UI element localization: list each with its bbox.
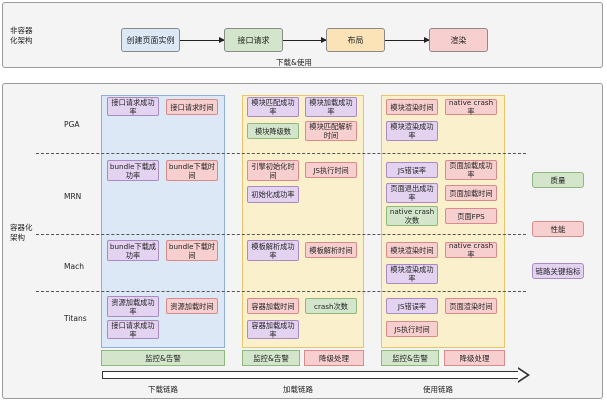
stage-label-use: 使用链路 xyxy=(423,385,453,394)
flow-step-api-request: 接口请求 xyxy=(224,28,283,52)
metric-cell: bundle下载成功率 xyxy=(107,160,159,181)
row-label-mrn: MRN xyxy=(64,192,82,201)
metric-cell: JS执行时间 xyxy=(386,321,438,337)
flow-arrow-3 xyxy=(385,37,430,43)
footer-load-monitoring: 监控&告警 xyxy=(242,350,300,366)
flow-caption: 下载&使用 xyxy=(276,58,312,67)
metric-cell: 模块渲染时间 xyxy=(386,242,438,258)
metric-cell: 接口请求成功率 xyxy=(107,97,159,116)
metric-cell: bundle下载成功率 xyxy=(107,240,159,261)
metric-cell: native crash次数 xyxy=(386,206,438,226)
metric-cell: crash次数 xyxy=(305,298,357,314)
metric-cell: 页面退出成功率 xyxy=(386,183,438,203)
metric-cell: 模板解析时间 xyxy=(305,242,357,258)
row-label-titans: Titans xyxy=(64,314,87,323)
metric-cell: 模块渲染成功率 xyxy=(386,264,438,284)
metric-cell: 页面渲染时间 xyxy=(445,298,497,314)
metric-cell: native crash率 xyxy=(445,98,497,116)
row-divider-1 xyxy=(36,153,526,154)
metric-cell: 资源加载成功率 xyxy=(107,296,159,317)
footer-load-degrade: 降级处理 xyxy=(304,350,364,366)
metric-cell: 容器加载成功率 xyxy=(247,320,299,339)
metric-cell: JS错误率 xyxy=(386,298,438,314)
row-divider-3 xyxy=(36,291,526,292)
metric-cell: 模块渲染成功率 xyxy=(386,121,438,141)
metric-cell: 接口请求时间 xyxy=(166,99,218,115)
metric-cell: 引擎初始化时间 xyxy=(247,160,299,181)
metric-cell: 模块匹配成功率 xyxy=(247,97,299,117)
stage-arrow xyxy=(102,371,520,379)
metric-cell: 模块降级数 xyxy=(247,123,299,139)
non-container-panel xyxy=(2,2,603,68)
stage-label-load: 加载链路 xyxy=(283,385,313,394)
legend-performance: 性能 xyxy=(532,221,584,237)
flow-step-layout: 布局 xyxy=(326,28,385,52)
metric-cell: 资源加载时间 xyxy=(166,298,218,314)
flow-arrow-2 xyxy=(283,37,327,43)
container-label: 容器化架构 xyxy=(10,223,33,242)
flow-step-create-page: 创建页面实例 xyxy=(121,28,180,52)
metric-cell: JS执行时间 xyxy=(305,162,357,178)
metric-cell: native crash率 xyxy=(445,241,497,259)
legend-key-metric: 链路关键指标 xyxy=(532,263,584,279)
footer-download-monitoring: 监控&告警 xyxy=(101,350,225,366)
row-label-pga: PGA xyxy=(64,120,80,129)
flow-step-render: 渲染 xyxy=(429,28,488,52)
metric-cell: 容器加载时间 xyxy=(247,298,299,314)
flow-arrow-1 xyxy=(180,37,225,43)
stage-label-download: 下载链路 xyxy=(148,385,178,394)
non-container-label: 非容器化架构 xyxy=(10,26,33,45)
metric-cell: 页面加载时间 xyxy=(445,185,497,201)
stage-arrow-head-inner xyxy=(518,369,527,381)
metric-cell: 接口请求成功率 xyxy=(107,320,159,339)
metric-cell: 模板解析成功率 xyxy=(247,240,299,261)
metric-cell: 页面FPS xyxy=(445,208,497,224)
footer-use-degrade: 降级处理 xyxy=(444,350,505,366)
metric-cell: bundle下载时间 xyxy=(166,240,218,261)
legend-quality: 质量 xyxy=(532,172,584,188)
metric-cell: JS错误率 xyxy=(386,162,438,178)
metric-cell: 页面加载成功率 xyxy=(445,160,497,180)
row-label-mach: Mach xyxy=(64,262,84,271)
metric-cell: 模块渲染时间 xyxy=(386,99,438,115)
metric-cell: 初始化成功率 xyxy=(247,186,299,203)
metric-cell: bundle下载时间 xyxy=(166,160,218,181)
metric-cell: 模块匹配解析时间 xyxy=(305,121,357,141)
row-divider-2 xyxy=(36,234,526,235)
footer-use-monitoring: 监控&告警 xyxy=(381,350,439,366)
metric-cell: 模块加载成功率 xyxy=(305,97,357,117)
